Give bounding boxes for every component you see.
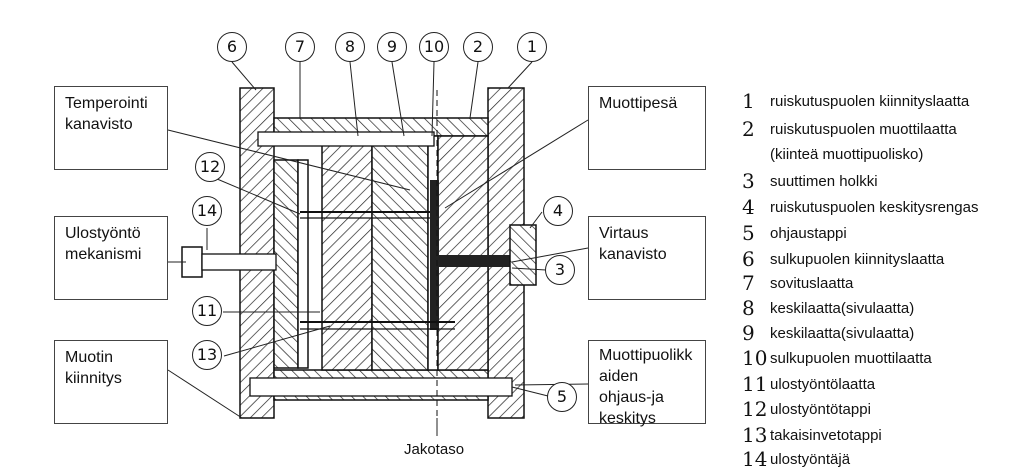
legend-row: 5 ohjaustappi [742, 222, 1023, 244]
callout-temperointi-label: Temperointi kanavisto [65, 95, 148, 133]
part-number-circle: 14 [192, 196, 222, 226]
legend-row: 1 ruiskutuspuolen kiinnityslaatta [742, 90, 1023, 112]
legend-text: ruiskutuspuolen muottilaatta [770, 121, 957, 138]
legend-text: (kiinteä muottipuolisko) [770, 146, 924, 163]
legend-text: keskilaatta(sivulaatta) [770, 325, 915, 342]
legend-text: ulostyöntölaatta [770, 376, 876, 393]
legend-number: 12 [742, 397, 768, 421]
guide-pin-bottom [249, 377, 513, 397]
legend-text: sulkupuolen muottilaatta [770, 350, 932, 367]
part-number-circle: 11 [192, 296, 222, 326]
legend-text: takaisinvetotappi [770, 427, 882, 444]
part-number-circle: 6 [217, 32, 247, 62]
legend-number: 3 [742, 169, 755, 193]
callout-muottipesa: Muottipesä [588, 86, 706, 170]
callout-kiinnitys-label: Muotin kiinnitys [65, 349, 122, 387]
legend-number: 1 [742, 89, 755, 113]
support-plate-9 [371, 135, 429, 371]
part-number-circle: 12 [195, 152, 225, 182]
part-number-circle: 4 [543, 196, 573, 226]
part-number-circle: 8 [335, 32, 365, 62]
legend-number: 4 [742, 195, 755, 219]
legend-text: sovituslaatta [770, 275, 854, 292]
ejector-rod [201, 253, 277, 271]
part-number-circle: 5 [547, 382, 577, 412]
callout-ohjaus: Muottipuolikk aiden ohjaus-ja keskitys [588, 340, 706, 427]
part-number-circle: 9 [377, 32, 407, 62]
legend-text: ulostyöntäjä [770, 451, 851, 468]
callout-virtaus-label: Virtaus kanavisto [599, 225, 667, 263]
legend-text: ulostyöntötappi [770, 401, 871, 418]
part-number-circle: 7 [285, 32, 315, 62]
legend-row: (kiinteä muottipuolisko) [742, 143, 1023, 165]
fixed-mold-plate [437, 135, 489, 371]
part-number-circle: 3 [545, 255, 575, 285]
mold-cavity [430, 180, 439, 330]
support-plate-8 [321, 135, 373, 371]
legend-number: 9 [742, 321, 755, 345]
legend-number: 13 [742, 423, 768, 447]
legend-row: 8 keskilaatta(sivulaatta) [742, 297, 1023, 319]
legend-text: ruiskutuspuolen keskitysrengas [770, 199, 979, 216]
part-number-circle: 1 [517, 32, 547, 62]
legend-number: 11 [742, 372, 768, 396]
legend-row: 9 keskilaatta(sivulaatta) [742, 322, 1023, 344]
callout-ulostyonto-label: Ulostyöntö mekanismi [65, 225, 142, 263]
guide-pin-top [257, 131, 435, 147]
legend-number: 10 [742, 346, 768, 370]
callout-muottipesa-label: Muottipesä [599, 95, 678, 112]
legend-text: keskilaatta(sivulaatta) [770, 300, 915, 317]
part-number-circle: 13 [192, 340, 222, 370]
part-number-circle: 10 [419, 32, 449, 62]
legend-number: 7 [742, 271, 755, 295]
legend-text: ohjaustappi [770, 225, 847, 242]
legend-row: 6 sulkupuolen kiinnityslaatta [742, 248, 1023, 270]
legend-row: 2 ruiskutuspuolen muottilaatta [742, 118, 1023, 140]
callout-ohjaus-label: Muottipuolikk aiden ohjaus-ja keskitys [599, 347, 693, 427]
legend-text: suuttimen holkki [770, 173, 878, 190]
legend-number: 14 [742, 447, 768, 471]
legend-row: 7 sovituslaatta [742, 272, 1023, 294]
callout-temperointi: Temperointi kanavisto [54, 86, 168, 170]
callout-ulostyonto: Ulostyöntö mekanismi [54, 216, 168, 300]
legend-text: ruiskutuspuolen kiinnityslaatta [770, 93, 970, 110]
legend-number: 2 [742, 117, 755, 141]
ejector-retainer [297, 159, 309, 369]
ejector-plate [273, 159, 299, 369]
legend-row: 3 suuttimen holkki [742, 170, 1023, 192]
callout-kiinnitys: Muotin kiinnitys [54, 340, 168, 424]
callout-virtaus: Virtaus kanavisto [588, 216, 706, 300]
legend-number: 8 [742, 296, 755, 320]
parting-plane-label: Jakotaso [404, 441, 465, 458]
sprue-channel [438, 255, 516, 267]
legend-number: 5 [742, 221, 755, 245]
legend-row: 4 ruiskutuspuolen keskitysrengas [742, 196, 1023, 218]
legend-text: sulkupuolen kiinnityslaatta [770, 251, 945, 268]
locating-ring [509, 224, 537, 286]
legend-number: 6 [742, 247, 755, 271]
part-number-circle: 2 [463, 32, 493, 62]
